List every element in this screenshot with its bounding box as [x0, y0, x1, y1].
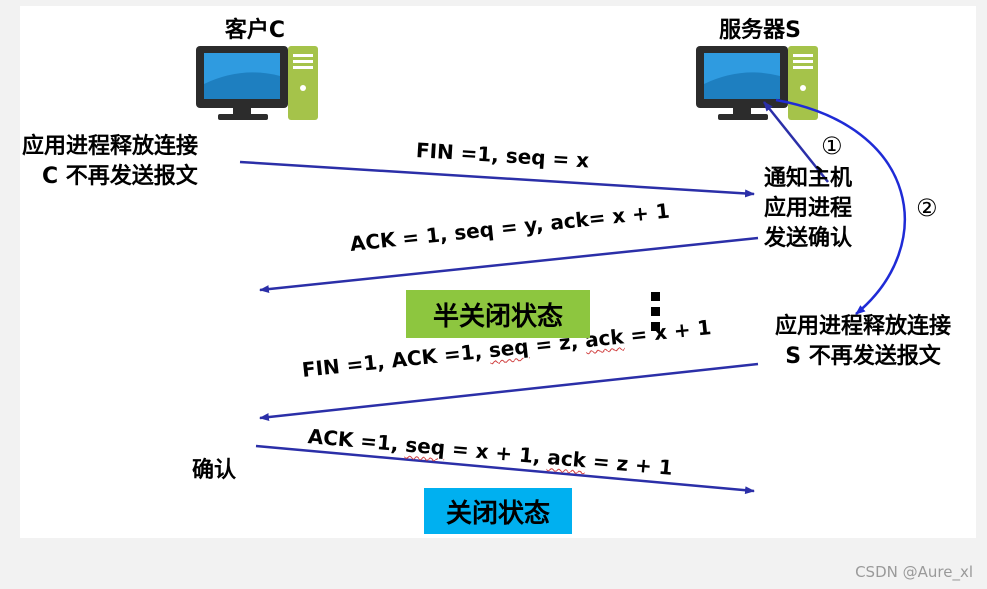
client-confirm-label: 确认 — [192, 458, 237, 483]
server-name: 服务器S — [719, 18, 801, 43]
server-notify-text: 通知主机 应用进程 发送确认 — [748, 164, 868, 254]
fin1-arrow — [239, 160, 755, 198]
ack2-arrow — [255, 444, 755, 495]
arrows-layer — [196, 46, 906, 495]
ellipsis-dots — [648, 292, 662, 337]
closed-state-badge: 关闭状态 — [424, 488, 572, 534]
client-computer-icon — [196, 46, 318, 120]
client-release-line2: C 不再发送报文 — [42, 164, 198, 189]
server-release-text: 应用进程释放连接 S 不再发送报文 — [750, 312, 976, 372]
step1-marker: ① — [821, 132, 843, 160]
server-notify-line2: 应用进程 — [763, 196, 852, 221]
client-release-line1: 应用进程释放连接 — [22, 134, 199, 159]
release-curve-arrow — [775, 98, 906, 315]
server-notify-line3: 发送确认 — [763, 226, 852, 251]
server-notify-line1: 通知主机 — [763, 166, 852, 191]
client-release-text: 应用进程释放连接 C 不再发送报文 — [22, 132, 198, 192]
notify-arrow — [763, 101, 829, 183]
server-release-line2: S 不再发送报文 — [785, 344, 941, 369]
half-closed-state-badge: 半关闭状态 — [406, 290, 590, 338]
ack1-arrow — [259, 236, 759, 294]
client-name: 客户C — [224, 18, 286, 43]
fin2-arrow — [259, 362, 759, 422]
server-release-line1: 应用进程释放连接 — [774, 314, 951, 339]
step2-marker: ② — [916, 194, 938, 222]
watermark: CSDN @Aure_xl — [855, 563, 973, 581]
server-computer-icon — [696, 46, 818, 120]
diagram-canvas: 客户C 应用进程释放连接 C 不再发送报文 确认 服务器S 通知主机 应用进程 … — [20, 6, 976, 538]
